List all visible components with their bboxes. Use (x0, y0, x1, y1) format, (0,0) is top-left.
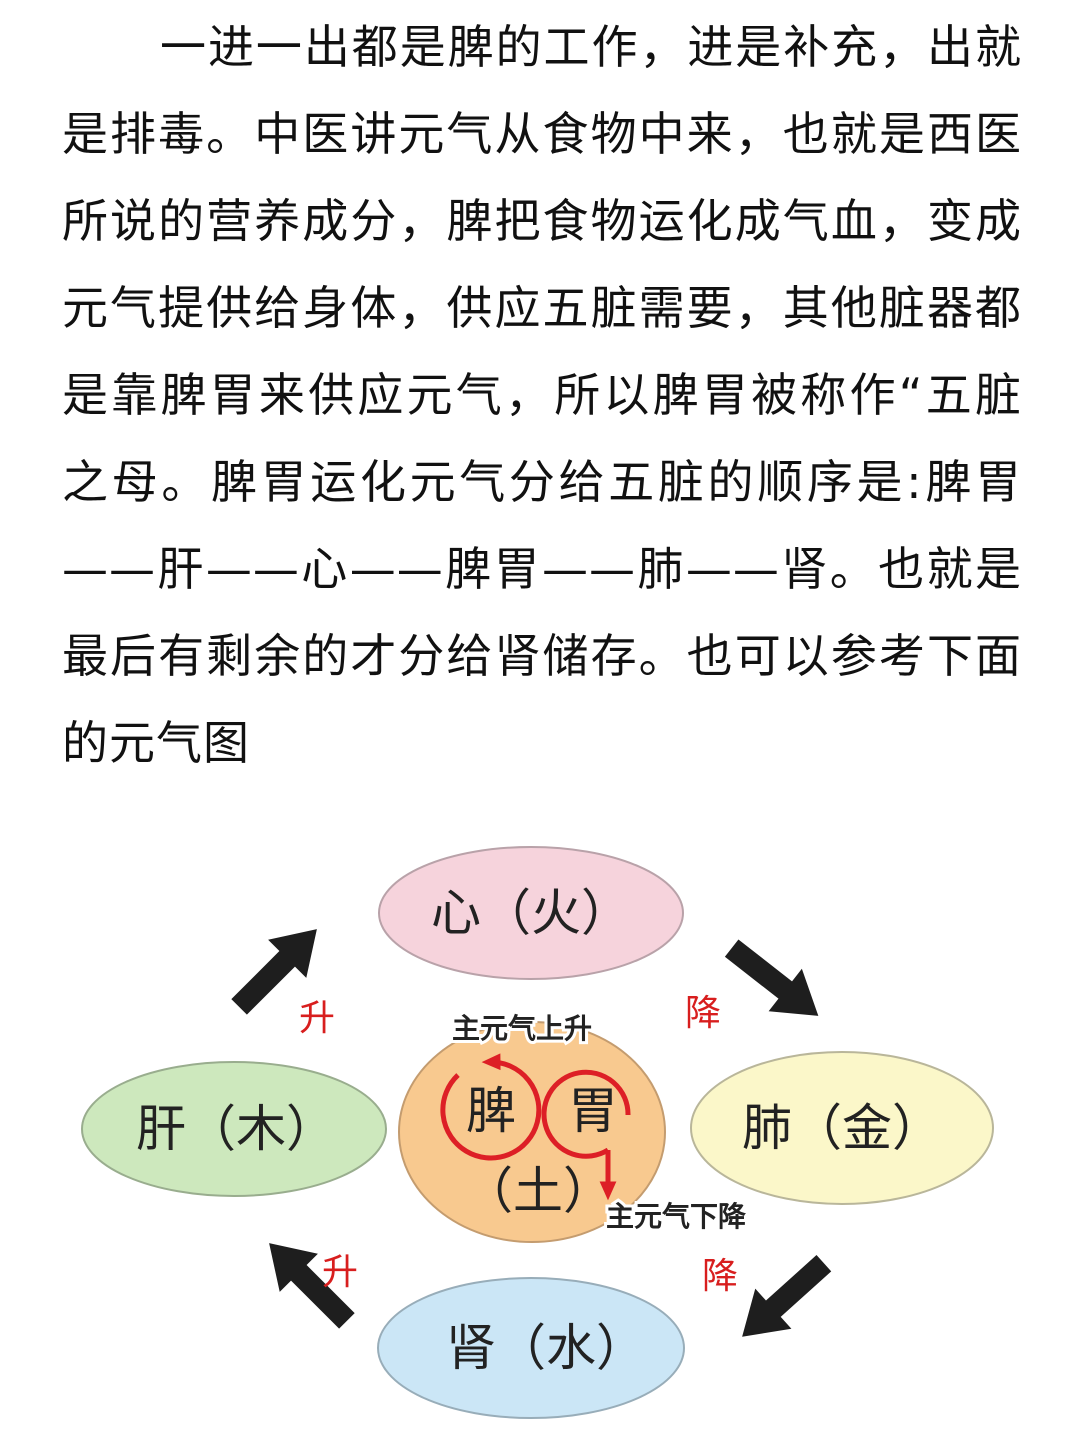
stomach-descend-caption: 主元气下降 (606, 1200, 747, 1233)
stomach-label: 胃 (568, 1082, 618, 1140)
spleen-label: 脾 (466, 1082, 516, 1140)
heart-label: 心（火） (431, 884, 631, 942)
descend-label-upper: 降 (685, 993, 721, 1034)
arrow-down-right-icon (724, 939, 819, 1016)
yuanqi-diagram-svg: 心（火） 肝（木） 肺（金） 肾（水） 脾 胃 （土） 主元气上升 主元气下降 … (81, 846, 994, 1419)
arrow-up-right-icon (231, 929, 317, 1015)
rise-label-lower: 升 (322, 1252, 358, 1293)
arrow-up-left-icon (269, 1243, 355, 1329)
spleen-circle-arrow (440, 1053, 542, 1161)
liver-ellipse (81, 1061, 387, 1197)
lung-label: 肺（金） (742, 1099, 942, 1157)
stomach-circle (541, 1069, 631, 1159)
kidney-label: 肾（水） (446, 1319, 646, 1377)
kidney-ellipse (377, 1277, 685, 1419)
descend-label-lower: 降 (702, 1256, 738, 1297)
spleen-rise-caption: 主元气上升 (452, 1012, 592, 1045)
liver-label: 肝（木） (136, 1100, 336, 1158)
arrow-down-left-icon (742, 1255, 832, 1337)
yuanqi-diagram: 心（火） 肝（木） 肺（金） 肾（水） 脾 胃 （土） 主元气上升 主元气下降 … (0, 840, 1080, 1440)
rise-label-upper: 升 (299, 998, 335, 1039)
article-paragraph: 一进一出都是脾的工作，进是补充，出就是排毒。中医讲元气从食物中来，也就是西医所说… (62, 20, 1022, 770)
lung-ellipse (690, 1051, 994, 1205)
earth-label: （土） (463, 1162, 613, 1220)
heart-ellipse (378, 846, 684, 980)
